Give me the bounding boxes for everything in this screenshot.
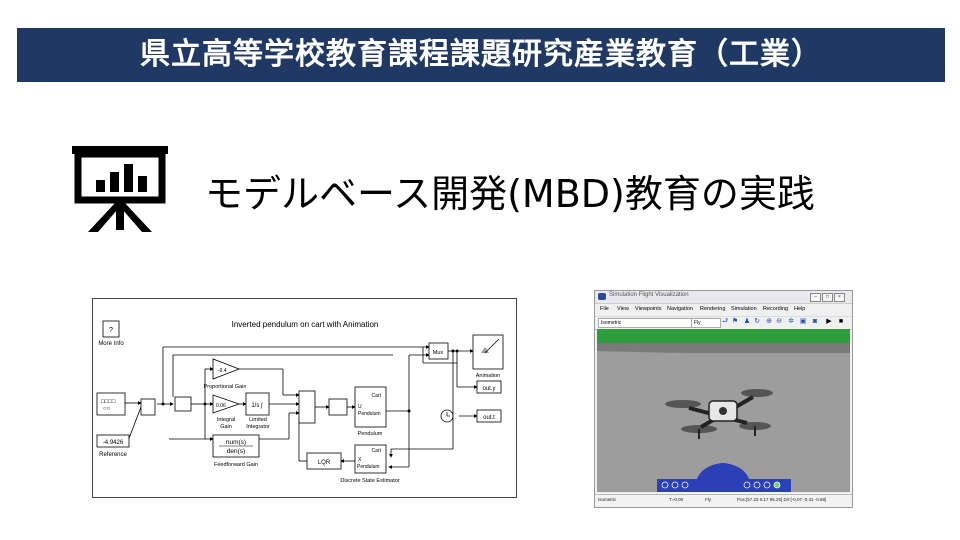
fv-title: Simulation Flight Visualization — [609, 292, 689, 298]
simulink-diagram: Inverted pendulum on cart with Animation… — [92, 298, 517, 498]
lqr-block — [306, 452, 342, 470]
more-info-block — [102, 320, 120, 338]
menu-recording[interactable]: Recording — [763, 306, 789, 312]
menu-simulation[interactable]: Simulation — [731, 306, 757, 312]
viewpoint-select[interactable]: Isometric — [598, 318, 692, 328]
svg-text:X: X — [358, 457, 362, 463]
svg-text:Animation: Animation — [476, 373, 500, 379]
svg-text:-9.4: -9.4 — [218, 368, 227, 374]
saturation-block — [328, 398, 348, 416]
menu-view[interactable]: View — [617, 306, 629, 312]
estimator-block — [354, 444, 387, 474]
demux-block — [174, 396, 192, 412]
svg-text:Integral: Integral — [217, 417, 235, 423]
integral-gain-block — [212, 394, 241, 414]
navigation-mode-select[interactable]: Fly — [691, 318, 721, 328]
svg-text:den(s): den(s) — [227, 448, 245, 455]
play-icon[interactable]: ▶ — [826, 318, 832, 325]
pendulum-block — [354, 386, 387, 428]
presentation-chart-icon — [72, 146, 168, 232]
limited-integrator-block — [245, 392, 270, 416]
reference-constant-block — [96, 434, 130, 448]
status-mode: Fly — [705, 497, 711, 502]
menu-rendering[interactable]: Rendering — [700, 306, 726, 312]
svg-text:Pendulum: Pendulum — [358, 431, 383, 437]
svg-text:Mux: Mux — [433, 350, 444, 356]
status-viewpoint: Isometric — [598, 497, 617, 502]
summing-junction-block — [298, 390, 316, 424]
svg-text:num(s): num(s) — [226, 439, 246, 446]
header-banner: 県立高等学校教育課程課題研究産業教育（工業） — [17, 28, 945, 82]
svg-text:Pendulum: Pendulum — [358, 411, 381, 417]
maximize-icon[interactable]: □ — [822, 293, 833, 302]
svg-text:Gain: Gain — [220, 424, 232, 430]
stop-icon[interactable]: ■ — [838, 318, 844, 325]
rotate-icon[interactable]: ↻ — [754, 318, 760, 325]
out-t-block — [476, 409, 502, 423]
signal-builder-block — [96, 392, 126, 416]
flight-visualization-window: Simulation Flight Visualization – □ × Fi… — [594, 290, 853, 508]
svg-text:Integrator: Integrator — [246, 424, 270, 430]
menu-navigation[interactable]: Navigation — [667, 306, 693, 312]
sim-title: Inverted pendulum on cart with Animation — [232, 320, 379, 329]
svg-text:Pendulum: Pendulum — [357, 464, 380, 470]
out-y-block — [476, 380, 502, 394]
svg-text:Proportional Gain: Proportional Gain — [204, 384, 247, 390]
menu-file[interactable]: File — [600, 306, 609, 312]
svg-text:Limited: Limited — [249, 417, 267, 423]
slide-subtitle: モデルベース開発(MBD)教育の実践 — [205, 172, 815, 216]
camera-icon[interactable]: ◙ — [812, 318, 818, 325]
fv-menubar: File View Viewpoints Navigation Renderin… — [595, 304, 852, 315]
status-position: Pos:[57.23 0.17 95.25] Dir:[-0.07 -0.41 … — [737, 497, 827, 502]
svg-text:Feedforward Gain: Feedforward Gain — [214, 462, 258, 468]
menu-viewpoints[interactable]: Viewpoints — [635, 306, 662, 312]
svg-text:○○: ○○ — [103, 406, 111, 412]
svg-text:1/s ∫: 1/s ∫ — [251, 402, 263, 409]
zoom-out-icon[interactable]: ⊖ — [776, 318, 782, 325]
svg-text:Cart: Cart — [372, 393, 382, 399]
svg-text:Reference: Reference — [99, 452, 127, 458]
settings-icon[interactable]: ✲ — [788, 318, 794, 325]
fv-titlebar: Simulation Flight Visualization – □ × — [595, 291, 852, 304]
svg-text:?: ? — [109, 327, 113, 334]
svg-text:out.y: out.y — [482, 386, 495, 392]
svg-text:Discrete State Estimator: Discrete State Estimator — [340, 478, 399, 484]
svg-text:Cart: Cart — [372, 448, 382, 454]
nav-arrow-icon[interactable]: ⮐ — [721, 318, 729, 325]
mux-block — [428, 342, 449, 360]
zoom-in-icon[interactable]: ⊕ — [766, 318, 772, 325]
sum-block — [140, 398, 156, 416]
flag-icon[interactable]: ⚑ — [731, 318, 739, 325]
svg-text:out.t: out.t — [483, 415, 495, 421]
minimize-icon[interactable]: – — [810, 293, 821, 302]
svg-text:0.06: 0.06 — [216, 403, 226, 409]
person-icon[interactable]: ♟ — [743, 318, 751, 325]
fv-statusbar: Isometric T=0.00 Fly Pos:[57.23 0.17 95.… — [595, 494, 852, 506]
banner-title: 県立高等学校教育課程課題研究産業教育（工業） — [140, 37, 822, 72]
quadcopter-model — [665, 389, 773, 439]
proportional-gain-block — [212, 358, 241, 380]
svg-text:LQR: LQR — [318, 460, 331, 466]
svg-text:More Info: More Info — [98, 341, 124, 347]
close-icon[interactable]: × — [834, 293, 845, 302]
svg-text:-4.9426: -4.9426 — [103, 440, 124, 446]
status-time: T=0.00 — [669, 497, 684, 502]
svg-text:□□□□: □□□□ — [101, 399, 116, 405]
menu-help[interactable]: Help — [794, 306, 806, 312]
image-icon[interactable]: ▣ — [799, 318, 807, 325]
app-logo-icon — [598, 293, 606, 300]
svg-text:U: U — [358, 404, 362, 410]
3d-viewport[interactable] — [597, 329, 850, 492]
